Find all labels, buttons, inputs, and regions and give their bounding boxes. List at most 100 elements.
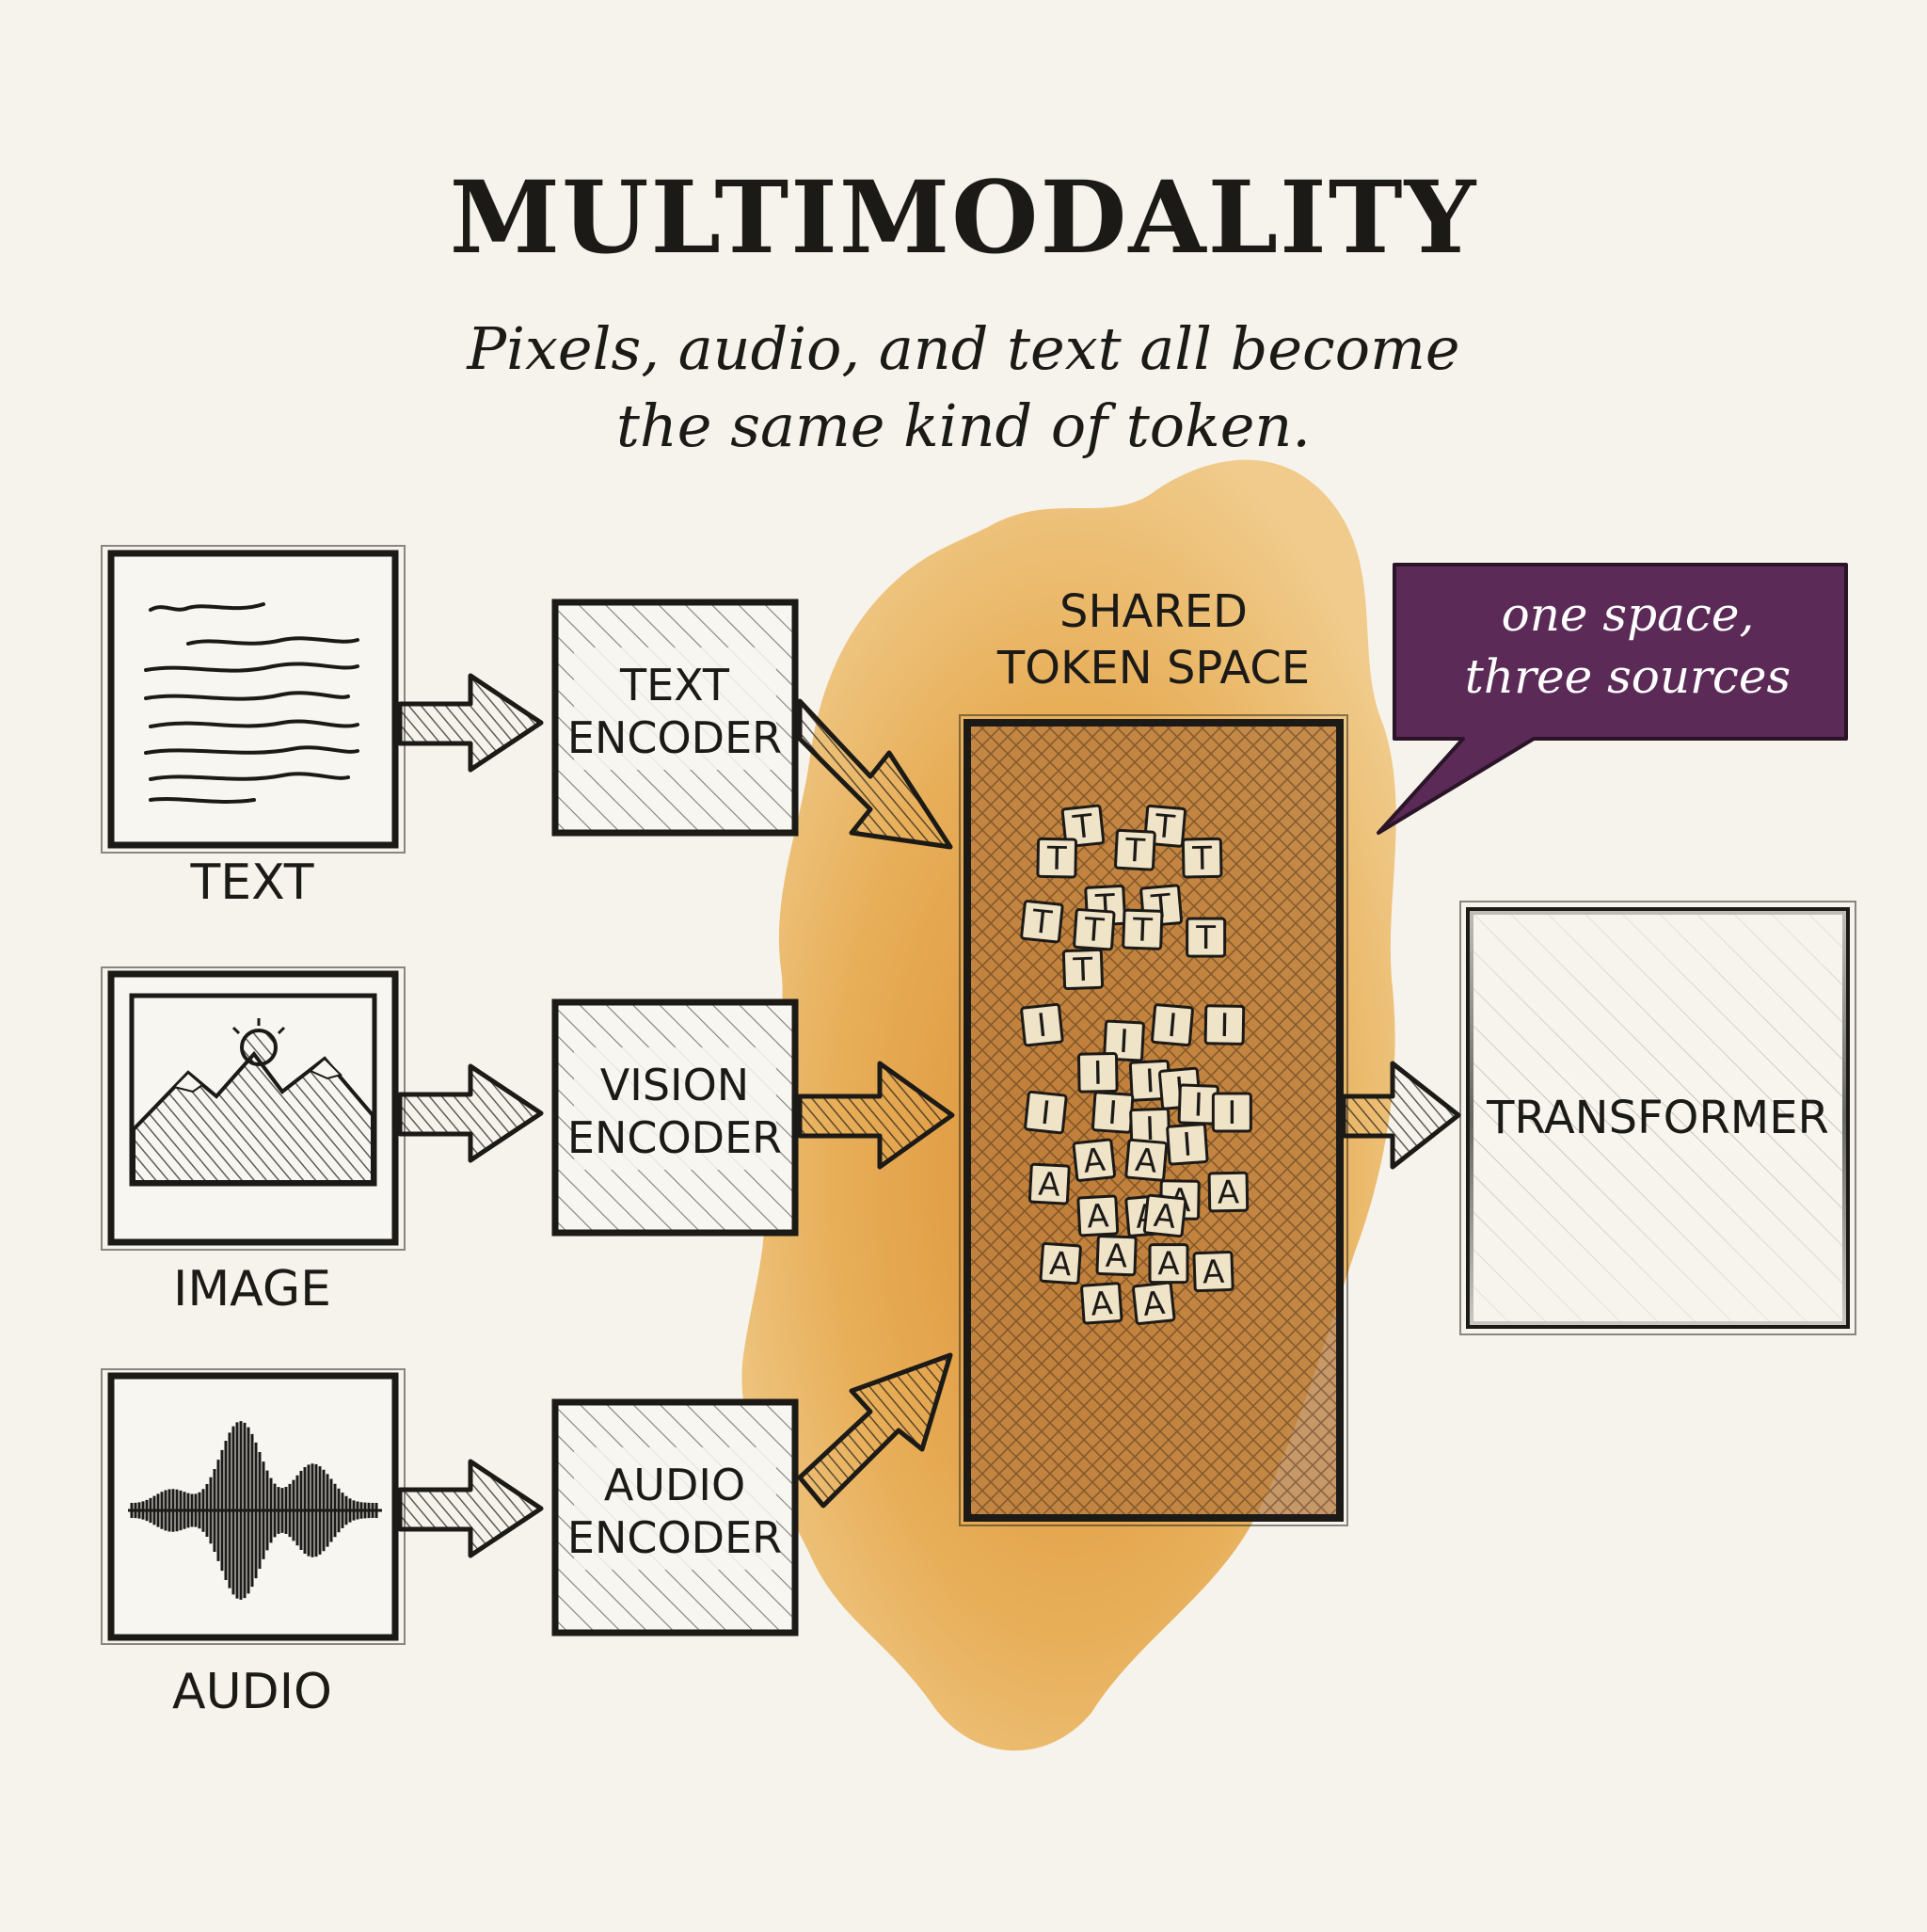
- token-letter: A: [1217, 1174, 1239, 1211]
- token-tile-a: A: [1132, 1281, 1176, 1326]
- token-letter: I: [1144, 1062, 1155, 1100]
- token-tile-t: T: [1036, 837, 1078, 879]
- token-letter: A: [1157, 1246, 1179, 1284]
- token-letter: A: [1105, 1237, 1128, 1276]
- token-tile-t: T: [1186, 917, 1227, 958]
- token-letter: A: [1081, 1142, 1107, 1181]
- page-title: MULTIMODALITY: [449, 158, 1478, 276]
- text-encoder-label-line-2: ENCODER: [566, 712, 783, 763]
- token-letter: I: [1107, 1094, 1119, 1133]
- token-tile-i: I: [1020, 1002, 1064, 1047]
- audio-waveform-icon: [128, 1421, 382, 1600]
- token-tile-t: T: [1181, 837, 1223, 879]
- token-tile-a: A: [1095, 1235, 1138, 1277]
- arrow-text-to-encoder: [397, 673, 544, 773]
- token-letter: T: [1191, 839, 1213, 877]
- token-tile-t: T: [1073, 908, 1116, 951]
- callout-text: one space, three sources: [1402, 583, 1854, 708]
- token-letter: A: [1048, 1245, 1073, 1285]
- arrow-space-to-transformer: [1341, 1061, 1461, 1170]
- token-tile-i: I: [1211, 1092, 1252, 1133]
- text-encoder-label: TEXT ENCODER: [557, 659, 792, 764]
- token-tile-t: T: [1061, 948, 1105, 991]
- shared-token-space-label-line-1: SHARED: [1059, 585, 1249, 638]
- text-encoder-box: [551, 599, 799, 837]
- vision-encoder-label: VISION ENCODER: [557, 1059, 792, 1164]
- token-tile-a: A: [1207, 1171, 1250, 1213]
- audio-encoder-box: [551, 1398, 799, 1637]
- token-tile-a: A: [1124, 1138, 1169, 1182]
- shared-token-space-label: SHARED TOKEN SPACE: [956, 583, 1351, 696]
- token-letter: I: [1166, 1007, 1178, 1046]
- token-letter: A: [1086, 1197, 1109, 1236]
- token-tile-t: T: [1122, 908, 1164, 950]
- token-tile-a: A: [1076, 1194, 1120, 1237]
- token-tile-a: A: [1192, 1250, 1234, 1293]
- text-document-icon: [144, 602, 359, 804]
- callout-line-2: three sources: [1464, 649, 1792, 704]
- arrow-vision-encoder-to-space: [797, 1061, 955, 1170]
- token-tile-t: T: [1114, 828, 1156, 871]
- subtitle-line-2: the same kind of token.: [615, 391, 1312, 460]
- token-letter: T: [1131, 911, 1153, 950]
- token-tile-i: I: [1103, 1019, 1145, 1062]
- callout-bubble: [1377, 563, 1848, 835]
- shared-token-space-label-line-2: TOKEN SPACE: [996, 642, 1311, 695]
- token-letter: A: [1038, 1166, 1061, 1205]
- arrow-text-encoder-to-space: [797, 698, 953, 850]
- token-letter: A: [1134, 1142, 1159, 1181]
- token-letter: I: [1219, 1007, 1230, 1045]
- token-tile-i: I: [1151, 1003, 1194, 1047]
- page-subtitle: Pixels, audio, and text all become the s…: [0, 311, 1927, 465]
- token-letter: I: [1227, 1094, 1236, 1132]
- vision-encoder-label-line-2: ENCODER: [566, 1112, 783, 1163]
- token-tile-a: A: [1072, 1138, 1117, 1182]
- token-letter: A: [1090, 1285, 1114, 1324]
- token-tile-i: I: [1091, 1091, 1135, 1134]
- token-letter: I: [1035, 1007, 1048, 1046]
- token-letter: A: [1202, 1253, 1225, 1292]
- vision-encoder-label-line-1: VISION: [599, 1060, 750, 1110]
- audio-encoder-label-line-2: ENCODER: [566, 1512, 783, 1563]
- token-letter: A: [1141, 1285, 1167, 1324]
- token-letter: I: [1145, 1110, 1155, 1148]
- transformer-label: TRANSFORMER: [1487, 1092, 1829, 1144]
- audio-input-label: AUDIO: [172, 1664, 332, 1720]
- token-tile-i: I: [1077, 1052, 1119, 1094]
- arrow-image-to-encoder: [397, 1063, 544, 1163]
- token-letter: A: [1152, 1197, 1177, 1237]
- token-letter: T: [1153, 807, 1176, 847]
- token-letter: T: [1072, 951, 1093, 990]
- token-tile-i: I: [1166, 1123, 1209, 1166]
- token-letter: T: [1029, 902, 1054, 942]
- token-tile-a: A: [1080, 1282, 1123, 1325]
- token-tile-a: A: [1039, 1241, 1082, 1285]
- image-input-label: IMAGE: [172, 1261, 331, 1317]
- vision-encoder-box: [551, 998, 799, 1237]
- token-letter: I: [1118, 1023, 1129, 1061]
- subtitle-line-1: Pixels, audio, and text all become: [467, 314, 1460, 383]
- token-letter: I: [1039, 1094, 1052, 1133]
- token-tiles: TTTTTTTTTTTTIIIIIIIIIIIIIAAAAAAAAAAAAAA: [1020, 804, 1252, 1326]
- text-encoder-label-line-1: TEXT: [620, 660, 729, 711]
- landscape-image-icon: [129, 993, 377, 1187]
- text-input-label: TEXT: [190, 854, 314, 911]
- token-letter: T: [1045, 839, 1067, 877]
- token-tile-i: I: [1024, 1090, 1068, 1135]
- arrow-audio-to-encoder: [397, 1459, 544, 1558]
- callout-line-1: one space,: [1501, 587, 1755, 642]
- audio-encoder-label-line-1: AUDIO: [603, 1460, 746, 1510]
- token-letter: T: [1082, 911, 1106, 950]
- token-tile-t: T: [1020, 900, 1064, 944]
- token-tile-a: A: [1148, 1243, 1189, 1285]
- token-tile-a: A: [1027, 1162, 1071, 1206]
- token-tile-i: I: [1203, 1004, 1246, 1046]
- audio-encoder-label: AUDIO ENCODER: [557, 1459, 792, 1564]
- token-letter: T: [1195, 919, 1216, 957]
- arrow-audio-encoder-to-space: [797, 1352, 953, 1509]
- token-letter: I: [1092, 1055, 1103, 1093]
- transformer-box: [1459, 901, 1856, 1335]
- token-letter: I: [1182, 1126, 1194, 1165]
